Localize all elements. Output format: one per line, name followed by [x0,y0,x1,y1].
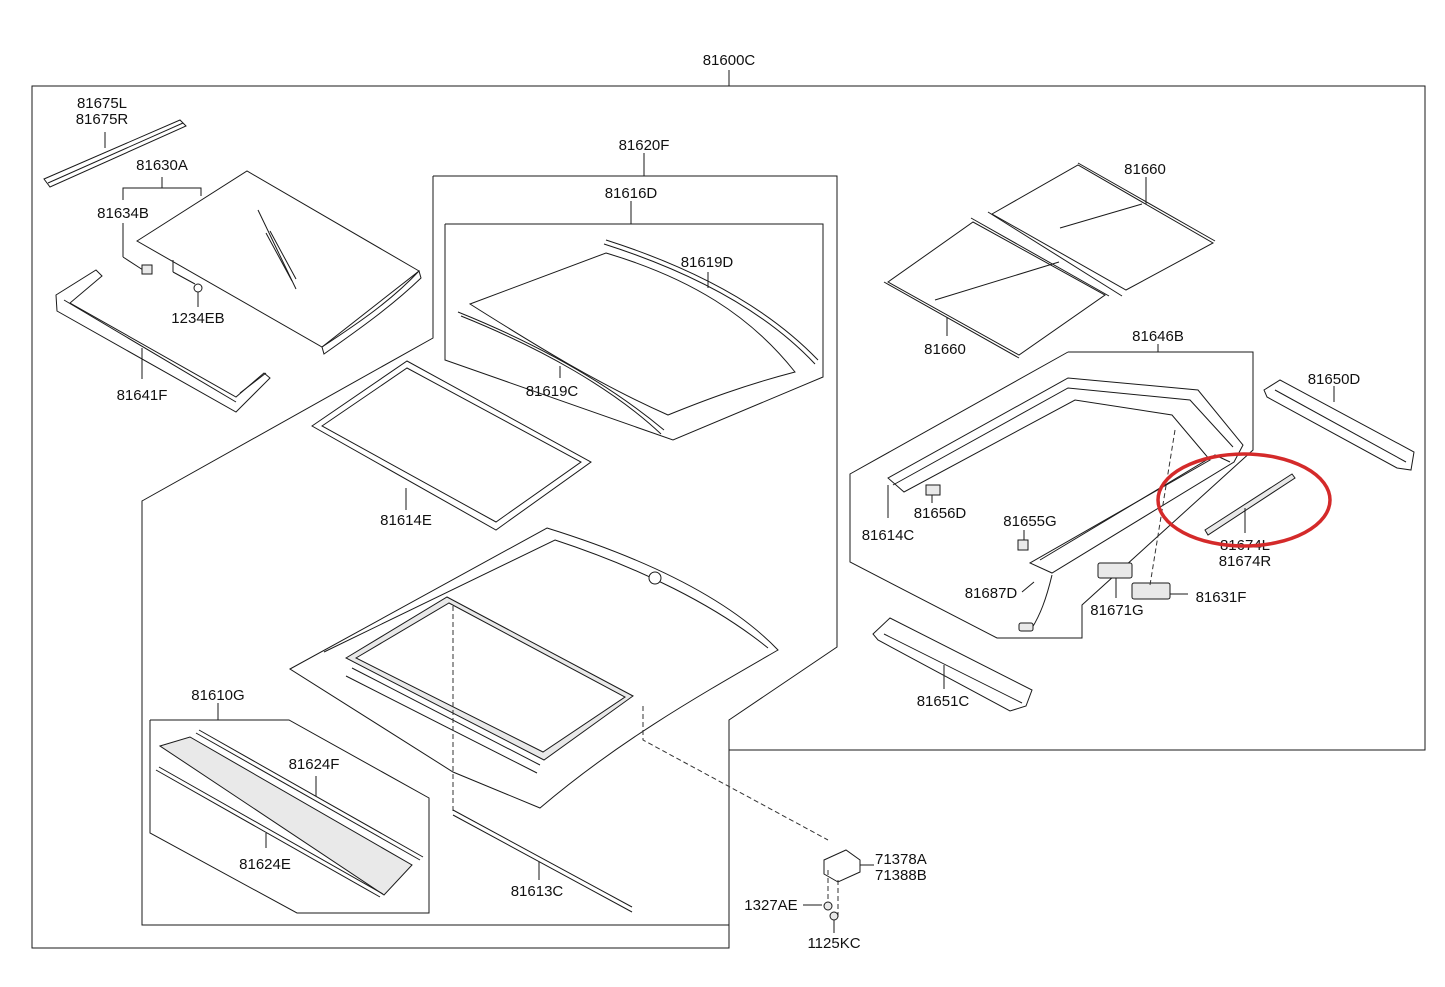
fastener-81634B [141,264,153,275]
bolt-1125KC [829,911,839,921]
label-81674R: 81674R [1219,553,1272,570]
highlight-circle [1156,452,1332,548]
label-81660-top: 81660 [1124,161,1166,178]
nut-1327AE [823,901,833,911]
group-81610G-guides: 81610G 81624F 81624E [149,687,430,914]
part-81660-sunshades: 81660 81660 [883,161,1216,359]
part-81641F-deflector: 81641F [55,269,271,413]
label-81651C: 81651C [917,693,970,710]
label-81613C: 81613C [511,883,564,900]
label-81630A: 81630A [136,157,188,174]
label-81619D: 81619D [681,254,734,271]
part-81630A-glass-panel: 81630A 81634B 1234EB [97,157,422,355]
label-81687D: 81687D [965,585,1018,602]
label-81610G: 81610G [191,687,244,704]
label-81641F: 81641F [117,387,168,404]
part-81674-seal-strip: 81674L 81674R [1156,452,1332,570]
group-81620F-frame: 81620F [141,137,838,926]
part-81650D-bracket: 81650D [1263,371,1415,471]
label-81616D: 81616D [605,185,658,202]
label-81656D: 81656D [914,505,967,522]
label-81671G: 81671G [1090,602,1143,619]
bolt-1234EB [193,283,203,293]
part-81675-roof-strip: 81675L 81675R [43,95,187,188]
label-81675L: 81675L [77,95,127,112]
label-81619C: 81619C [526,383,579,400]
label-81660-bottom: 81660 [924,341,966,358]
part-71378A-bracket: 71378A 71388B 1327AE 1125KC [744,849,927,952]
label-81620F: 81620F [619,137,670,154]
label-81624F: 81624F [289,756,340,773]
label-81646B: 81646B [1132,328,1184,345]
part-roof-panel: 81613C [289,527,829,913]
label-71378A: 71378A [875,851,927,868]
part-81651C-bracket: 81651C [872,617,1033,712]
label-81614C: 81614C [862,527,915,544]
label-81600C: 81600C [703,52,756,69]
label-81614E: 81614E [380,512,432,529]
label-81624E: 81624E [239,856,291,873]
label-81655G: 81655G [1003,513,1056,530]
group-81646B-frame: 81646B 81614C 81656D 81655G 81687D 81671… [849,328,1254,639]
label-81634B: 81634B [97,205,149,222]
label-81675R: 81675R [76,111,129,128]
group-81616D-glass-assembly: 81616D 81619D 81619C [444,185,824,441]
label-81631F: 81631F [1196,589,1247,606]
label-1234EB: 1234EB [171,310,224,327]
label-1327AE: 1327AE [744,897,797,914]
label-71388B: 71388B [875,867,927,884]
label-81650D: 81650D [1308,371,1361,388]
label-1125KC: 1125KC [807,935,860,952]
part-81614E-seal: 81614E [311,360,592,531]
